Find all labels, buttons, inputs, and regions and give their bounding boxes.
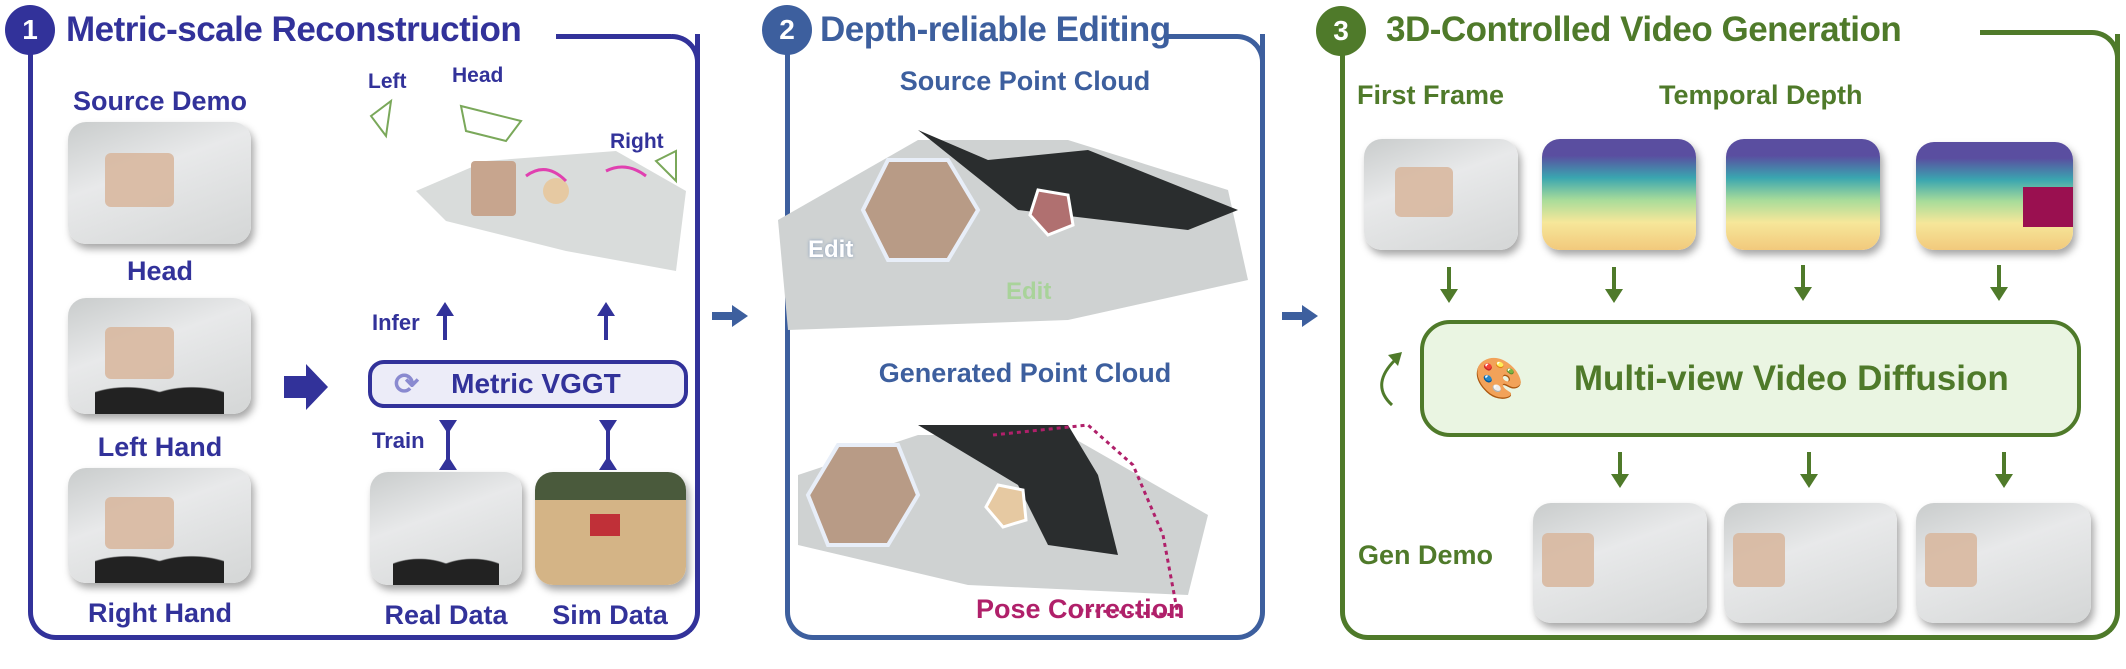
arrow-to-panel2-icon — [712, 305, 748, 327]
generated-demo-frame — [1916, 503, 2091, 623]
down-arrow-icon — [1611, 452, 1629, 488]
right-camera-icon — [654, 149, 677, 184]
panel-border — [785, 34, 1265, 640]
double-arrow-icon — [439, 420, 457, 470]
temporal-depth-label: Temporal Depth — [1659, 80, 1863, 110]
metric-vggt-box: ⟳ Metric VGGT — [368, 360, 688, 408]
down-arrow-icon — [1440, 267, 1458, 303]
palette-icon: 🎨 — [1474, 357, 1524, 401]
edit-label-right: Edit — [1006, 278, 1052, 305]
source-point-cloud — [778, 130, 1248, 330]
pose-correction-outline — [992, 423, 1180, 617]
pose-correction-label: Pose Correction — [976, 594, 1185, 624]
sim-data-image — [535, 472, 686, 585]
head-camera-icon — [459, 104, 523, 143]
first-frame-label: First Frame — [1357, 80, 1505, 110]
panel-border-top — [1168, 34, 1265, 62]
double-arrow-icon — [599, 420, 617, 470]
down-arrow-icon — [1605, 267, 1623, 303]
source-demo-label: Source Demo — [72, 86, 248, 116]
infer-label: Infer — [372, 310, 420, 335]
left-camera-label: Left — [368, 70, 407, 93]
multi-view-video-diffusion-box: 🎨 Multi-view Video Diffusion — [1420, 320, 2081, 437]
generated-demo-frame — [1724, 503, 1897, 623]
up-arrow-icon — [597, 302, 615, 340]
loop-arrow-icon — [1380, 352, 1402, 407]
panel-border — [1340, 34, 2120, 640]
generated-point-cloud-label: Generated Point Cloud — [878, 358, 1172, 388]
panel-title: Depth-reliable Editing — [820, 10, 1171, 49]
depth-map-image — [1916, 142, 2073, 250]
left-hand-view-image — [68, 298, 251, 414]
real-data-image — [370, 472, 522, 585]
depth-map-image — [1542, 139, 1696, 250]
sim-data-label: Sim Data — [552, 600, 668, 630]
down-arrow-icon — [1800, 452, 1818, 488]
left-camera-icon — [369, 98, 393, 139]
generated-point-cloud — [798, 423, 1208, 617]
panel-border-top — [556, 34, 676, 39]
panel-border-top — [1980, 30, 2120, 60]
left-hand-view-label: Left Hand — [97, 432, 223, 462]
step-number-badge: 2 — [762, 5, 812, 55]
right-camera-label: Right — [610, 130, 664, 153]
edit-label-left: Edit — [808, 236, 854, 263]
down-arrow-icon — [1995, 452, 2013, 488]
head-view-label: Head — [126, 256, 194, 286]
up-arrow-icon — [436, 302, 454, 340]
down-arrow-icon — [1990, 265, 2008, 301]
train-label: Train — [372, 428, 425, 453]
right-hand-view-label: Right Hand — [88, 598, 232, 628]
right-arrow-icon — [284, 364, 328, 410]
head-view-image — [68, 122, 251, 244]
panel-title: 3D-Controlled Video Generation — [1386, 10, 1902, 49]
first-frame-image — [1364, 139, 1518, 250]
head-camera-label: Head — [452, 64, 504, 87]
refresh-cycle-icon: ⟳ — [394, 367, 420, 401]
source-point-cloud-label: Source Point Cloud — [899, 66, 1151, 96]
metric-vggt-label: Metric VGGT — [451, 368, 621, 399]
panel-title: Metric-scale Reconstruction — [66, 10, 522, 49]
arrow-to-panel3-icon — [1282, 305, 1318, 327]
depth-map-image — [1726, 139, 1880, 250]
down-arrow-icon — [1794, 265, 1812, 301]
right-hand-view-image — [68, 468, 251, 583]
reconstructed-point-cloud — [369, 98, 686, 271]
real-data-label: Real Data — [384, 600, 508, 630]
gen-demo-label: Gen Demo — [1358, 540, 1494, 570]
generated-demo-frame — [1533, 503, 1707, 623]
diffusion-model-label: Multi-view Video Diffusion — [1573, 358, 2009, 398]
panel-border — [28, 34, 700, 640]
step-number-badge: 3 — [1316, 6, 1366, 56]
step-number-badge: 1 — [5, 5, 55, 55]
